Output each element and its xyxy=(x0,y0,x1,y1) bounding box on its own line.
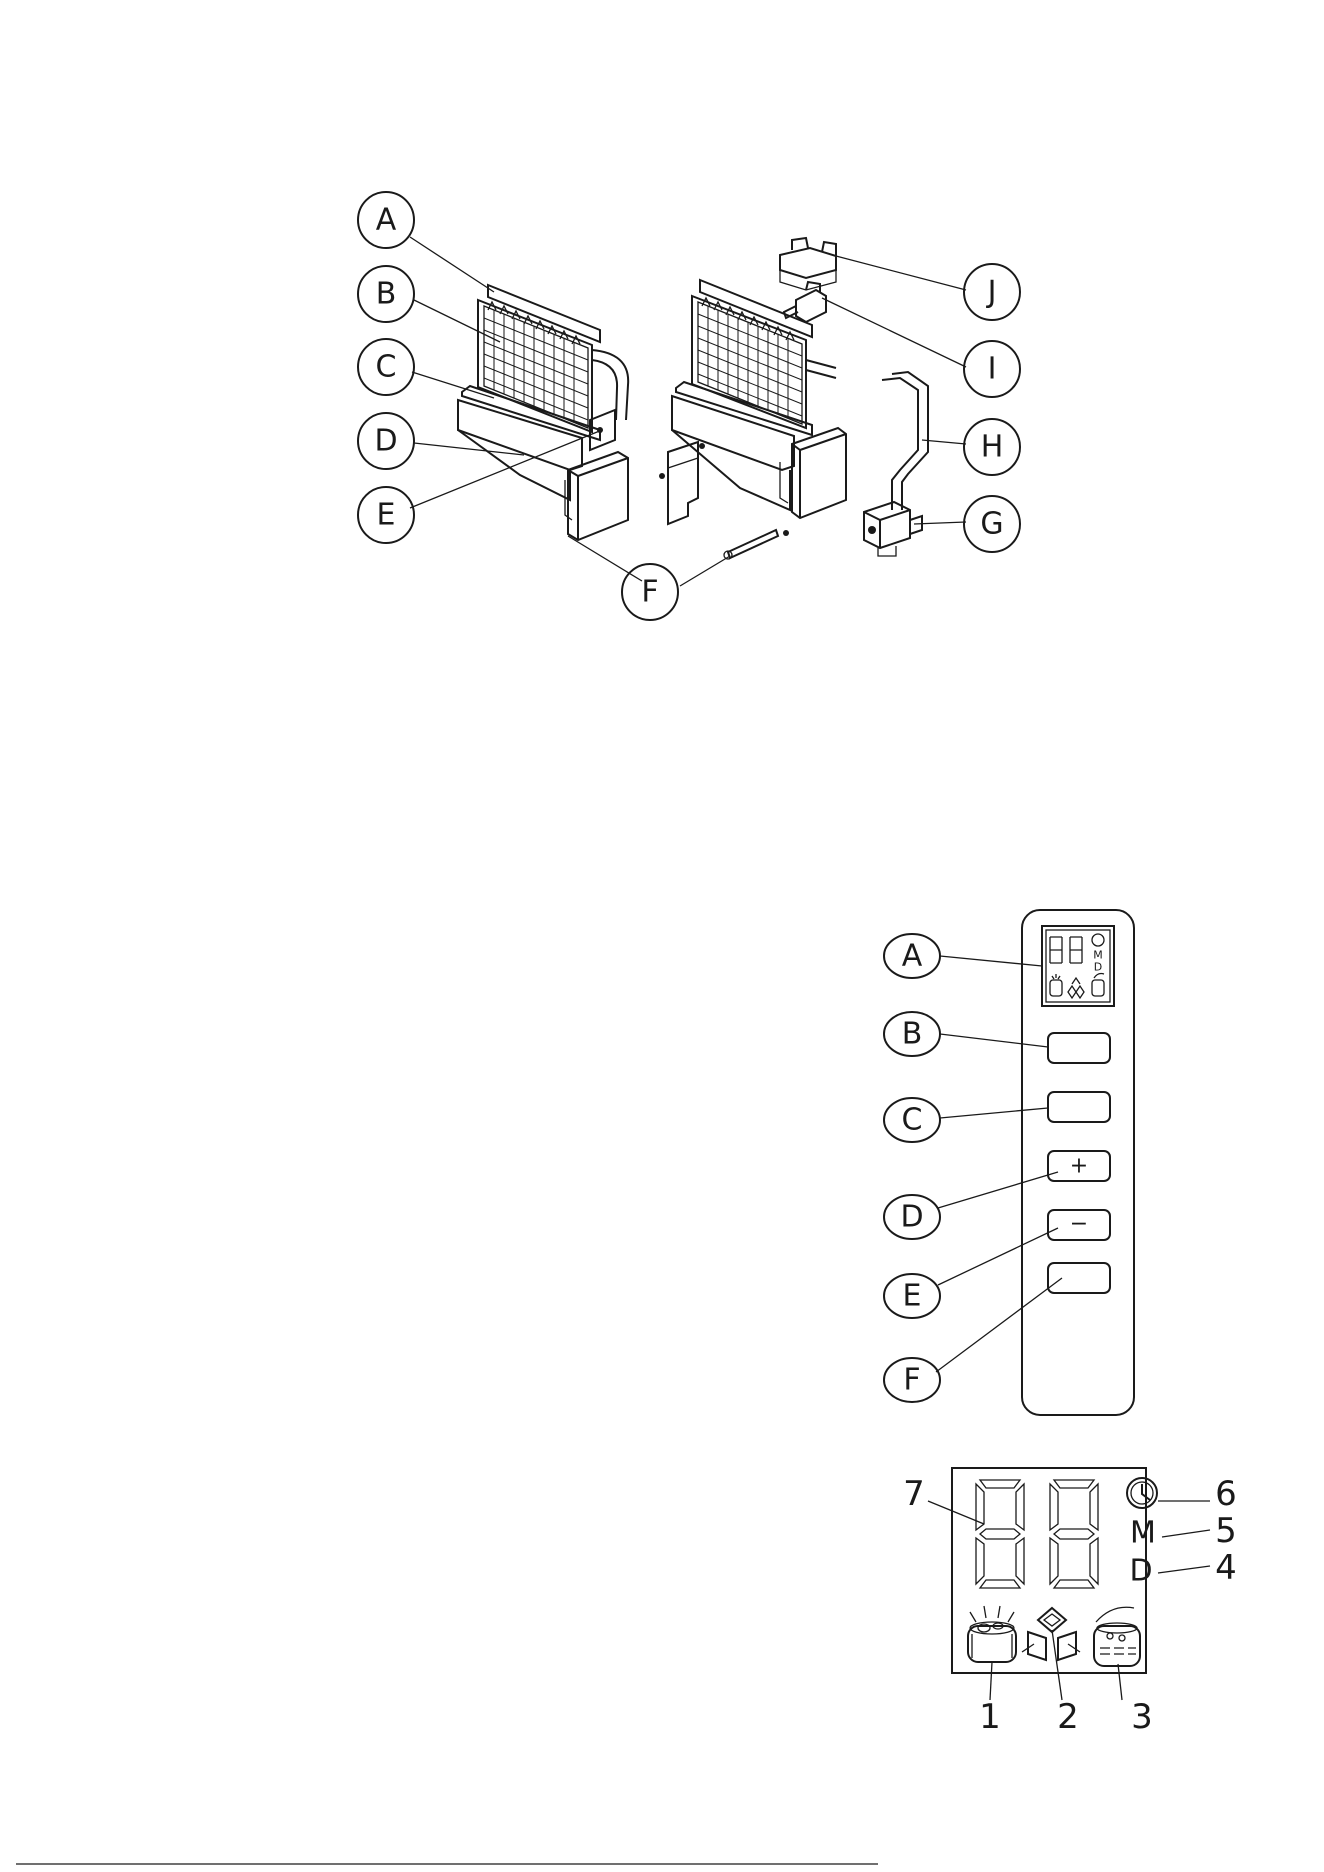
add-water-icon xyxy=(1094,1607,1140,1666)
display-callout-5: 5 xyxy=(1215,1511,1237,1551)
display-callout-2: 2 xyxy=(1057,1697,1079,1737)
mini-display: M D xyxy=(1042,926,1114,1006)
minute-indicator-letter: M xyxy=(1130,1516,1156,1551)
callout-f: F xyxy=(622,564,678,620)
callout-e: E xyxy=(358,487,414,543)
callout-h: H xyxy=(964,419,1020,475)
svg-text:A: A xyxy=(376,203,397,238)
svg-text:+: + xyxy=(1070,1154,1088,1179)
svg-text:F: F xyxy=(903,1363,920,1398)
pump-part-g xyxy=(864,502,922,556)
panel-callout-e: E xyxy=(884,1274,940,1318)
panel-button-minus[interactable]: − xyxy=(1048,1210,1110,1240)
callout-i: I xyxy=(964,341,1020,397)
figure-3-leaders xyxy=(928,1501,1210,1700)
panel-button-b[interactable] xyxy=(1048,1033,1110,1063)
panel-callout-c: C xyxy=(884,1098,940,1142)
shaft-part xyxy=(724,530,789,559)
svg-text:D: D xyxy=(900,1200,923,1235)
day-indicator-letter: D xyxy=(1129,1554,1152,1589)
svg-text:F: F xyxy=(641,575,658,610)
callout-c: C xyxy=(358,339,414,395)
svg-text:E: E xyxy=(377,498,396,533)
figure-3-callouts: 1 2 3 4 5 6 7 xyxy=(903,1474,1237,1737)
clock-icon xyxy=(1127,1478,1157,1508)
display-callout-1: 1 xyxy=(979,1697,1001,1737)
panel-button-c[interactable] xyxy=(1048,1092,1110,1122)
mini-clock-icon xyxy=(1092,934,1104,946)
callout-j: J xyxy=(964,264,1020,320)
display-callout-4: 4 xyxy=(1215,1548,1237,1588)
svg-text:B: B xyxy=(902,1017,923,1052)
figure-2-leaders xyxy=(936,956,1062,1372)
figure-2-callouts: A B C D E F xyxy=(884,934,940,1402)
display-callout-6: 6 xyxy=(1215,1474,1237,1514)
panel-callout-f: F xyxy=(884,1358,940,1402)
seven-segment-digit-2 xyxy=(1050,1480,1098,1588)
mini-water-icon xyxy=(1092,980,1104,996)
callout-d: D xyxy=(358,413,414,469)
callout-b: B xyxy=(358,266,414,322)
display-frame xyxy=(952,1468,1146,1673)
svg-text:I: I xyxy=(988,352,997,387)
svg-text:E: E xyxy=(903,1279,922,1314)
left-ice-maker-unit xyxy=(458,285,628,540)
ice-cube-size-icon xyxy=(1022,1608,1080,1660)
svg-text:B: B xyxy=(376,277,397,312)
figure-2-control-panel: M D + − A xyxy=(884,910,1134,1415)
svg-text:A: A xyxy=(902,939,923,974)
callout-g: G xyxy=(964,496,1020,552)
panel-callout-d: D xyxy=(884,1195,940,1239)
figure-3-display-detail: M D xyxy=(903,1468,1237,1737)
ice-full-icon xyxy=(968,1606,1016,1662)
panel-button-f[interactable] xyxy=(1048,1263,1110,1293)
display-callout-3: 3 xyxy=(1131,1697,1153,1737)
svg-text:D: D xyxy=(374,424,397,459)
callout-a: A xyxy=(358,192,414,248)
panel-callout-a: A xyxy=(884,934,940,978)
figure-1-assembly: A B C D E F G H I J xyxy=(358,192,1020,620)
svg-text:C: C xyxy=(902,1103,923,1138)
svg-text:C: C xyxy=(376,350,397,385)
seven-segment-digit-1 xyxy=(976,1480,1024,1588)
panel-callout-b: B xyxy=(884,1012,940,1056)
valve-part-i xyxy=(784,282,826,322)
svg-text:J: J xyxy=(986,275,997,310)
svg-text:H: H xyxy=(981,430,1004,465)
mini-ice-bucket-icon xyxy=(1050,980,1062,996)
svg-text:−: − xyxy=(1070,1212,1088,1237)
mini-d-letter: D xyxy=(1094,961,1102,974)
display-callout-7: 7 xyxy=(903,1474,925,1514)
panel-button-plus[interactable]: + xyxy=(1048,1151,1110,1181)
bracket-part xyxy=(659,442,705,524)
svg-text:G: G xyxy=(980,507,1003,542)
hose-part-h xyxy=(882,372,928,510)
